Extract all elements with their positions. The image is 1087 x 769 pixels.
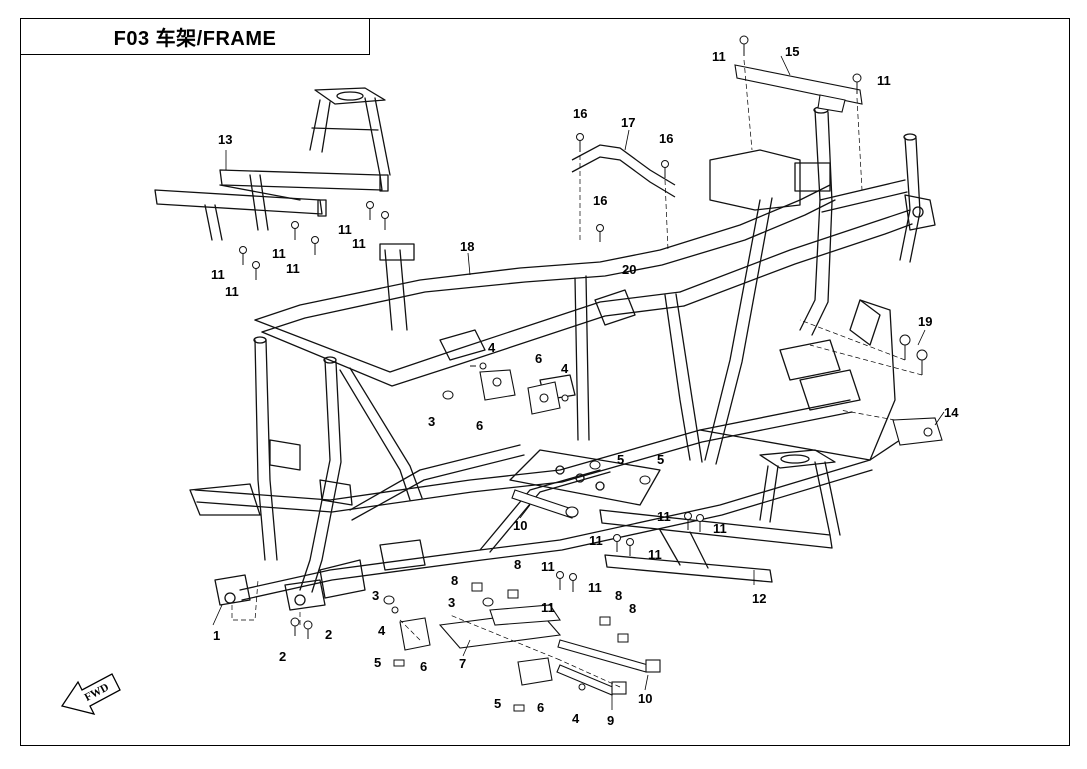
fasteners (239, 35, 928, 712)
callout-18: 18 (460, 239, 474, 254)
callout-19: 19 (918, 314, 932, 329)
callout-16: 16 (593, 193, 607, 208)
callout-6: 6 (420, 659, 427, 674)
callout-6: 6 (535, 351, 542, 366)
callout-7: 7 (459, 656, 466, 671)
callout-11: 11 (225, 284, 239, 299)
callout-11: 11 (657, 509, 671, 524)
callout-20: 20 (622, 262, 636, 277)
callout-8: 8 (514, 557, 521, 572)
rear-rack-12 (599, 449, 841, 583)
callout-10: 10 (513, 518, 527, 533)
callout-15: 15 (785, 44, 799, 59)
pivot-shafts (511, 489, 661, 696)
callout-16: 16 (659, 131, 673, 146)
callout-8: 8 (451, 573, 458, 588)
callout-4: 4 (561, 361, 569, 376)
callout-11: 11 (338, 222, 352, 237)
callout-4: 4 (572, 711, 580, 726)
callout-labels: 1 2 2 3 3 3 4 4 4 4 5 5 5 5 6 6 6 6 7 8 … (211, 44, 959, 728)
callout-5: 5 (617, 452, 624, 467)
callout-11: 11 (211, 267, 225, 282)
callout-11: 11 (648, 547, 662, 562)
callout-5: 5 (374, 655, 381, 670)
main-frame (189, 106, 936, 611)
callout-1: 1 (213, 628, 220, 643)
callout-2: 2 (325, 627, 332, 642)
callout-14: 14 (944, 405, 959, 420)
callout-11: 11 (352, 236, 366, 251)
callout-3: 3 (448, 595, 455, 610)
callout-11: 11 (541, 600, 555, 615)
callout-13: 13 (218, 132, 232, 147)
fwd-arrow-icon: FWD (60, 673, 121, 715)
callout-11: 11 (713, 521, 727, 536)
callout-6: 6 (537, 700, 544, 715)
callout-2: 2 (279, 649, 286, 664)
page-title: F03 车架/FRAME (20, 18, 370, 55)
assembly-lines (231, 59, 923, 688)
callout-6: 6 (476, 418, 483, 433)
callout-5: 5 (494, 696, 501, 711)
callout-11: 11 (712, 49, 726, 64)
callout-12: 12 (752, 591, 766, 606)
callout-11: 11 (541, 559, 555, 574)
mount-bracket-14 (892, 417, 943, 446)
callout-17: 17 (621, 115, 635, 130)
callout-11: 11 (286, 261, 300, 276)
callout-10: 10 (638, 691, 652, 706)
callout-4: 4 (488, 340, 496, 355)
drawing-border (20, 18, 1070, 746)
callout-11: 11 (588, 580, 602, 595)
carrier-bracket-15 (734, 64, 863, 113)
leader-lines (212, 55, 945, 710)
callout-11: 11 (877, 73, 891, 88)
swingarm-7 (438, 604, 562, 649)
engine-mounts (399, 369, 561, 686)
callout-11: 11 (272, 246, 286, 261)
front-rack-13 (154, 87, 391, 241)
callout-8: 8 (629, 601, 636, 616)
callout-9: 9 (607, 713, 614, 728)
callout-3: 3 (428, 414, 435, 429)
callout-11: 11 (589, 533, 603, 548)
callout-5: 5 (657, 452, 664, 467)
brace-17 (571, 144, 676, 198)
callout-4: 4 (378, 623, 386, 638)
callout-8: 8 (615, 588, 622, 603)
callout-3: 3 (372, 588, 379, 603)
callout-16: 16 (573, 106, 587, 121)
